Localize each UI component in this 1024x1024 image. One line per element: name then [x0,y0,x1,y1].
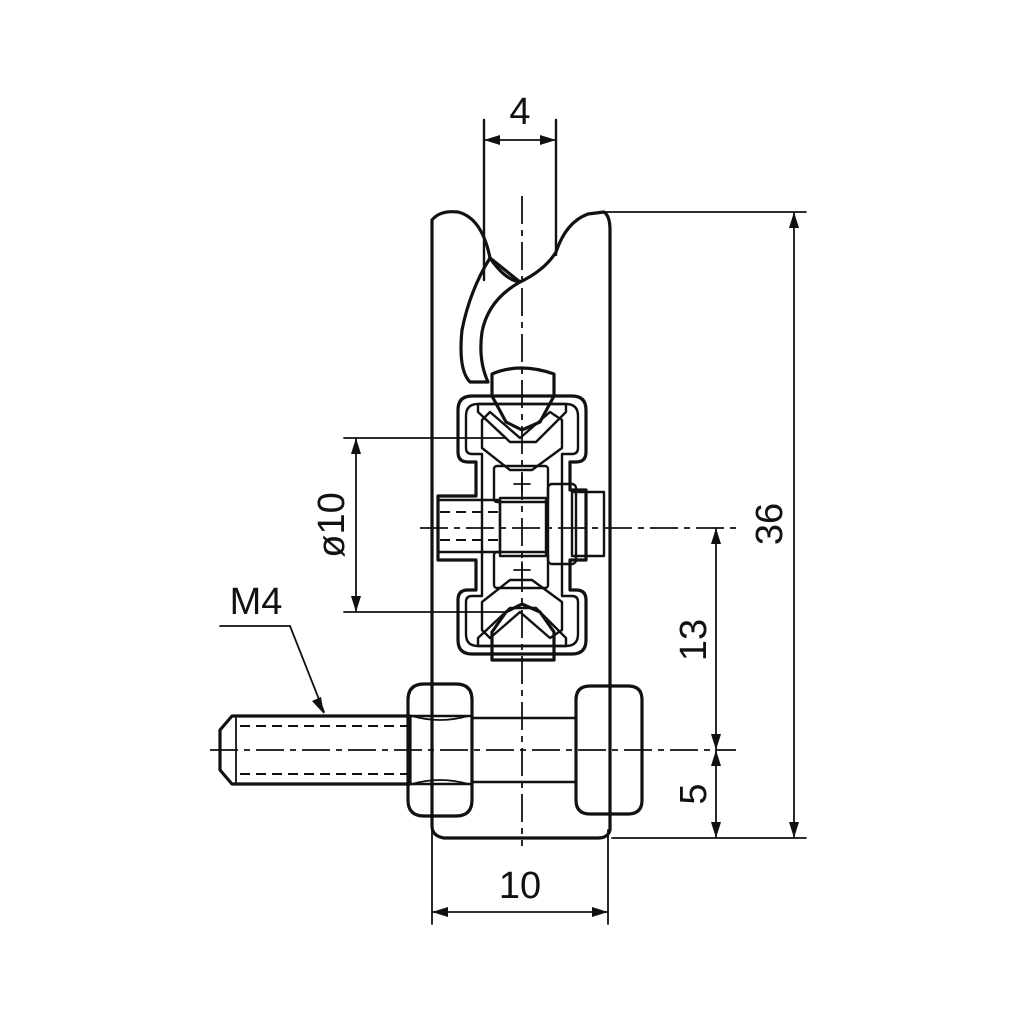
dim-label-bolt-height: 5 [673,783,715,804]
dim-label-groove-width: 4 [509,91,530,133]
dimension-bearing-diameter: ø10 [311,437,507,613]
dim-label-axle-height: 13 [673,619,715,661]
dimension-overall-height: 36 [603,211,807,839]
dim-label-overall-height: 36 [749,503,791,545]
dim-label-thread: M4 [230,581,283,623]
dim-label-body-width: 10 [499,865,541,907]
dimension-bolt-height: 5 [673,749,721,839]
bearing-housing [436,366,606,662]
dimension-axle-height: 13 [673,527,721,751]
dim-label-bearing-diameter: ø10 [311,492,353,557]
groove-slot [482,118,558,282]
bolt-assembly [218,682,644,818]
wheel-body [430,210,612,840]
dimension-body-width: 10 [431,829,609,925]
thread-callout: M4 [219,581,325,714]
center-lines [210,196,736,846]
dimension-groove-width: 4 [483,91,557,145]
